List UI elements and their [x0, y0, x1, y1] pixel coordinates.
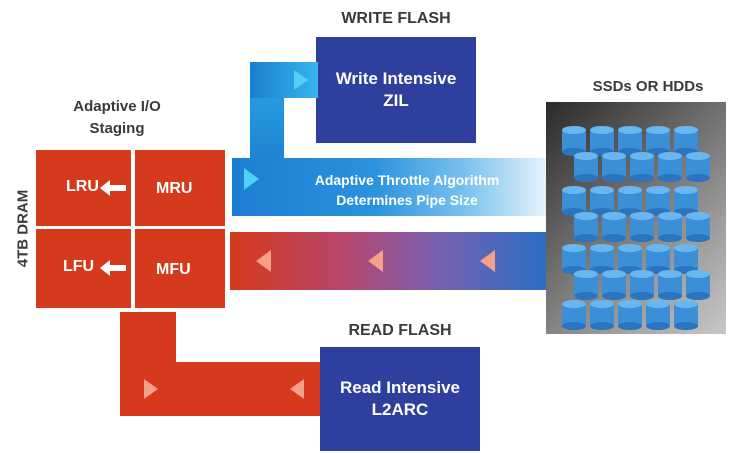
disk-icon [562, 244, 586, 274]
disk-icon [618, 244, 642, 274]
disk-icon [590, 300, 614, 330]
disk-icon [562, 300, 586, 330]
disk-icon [658, 152, 682, 182]
disk-icon [646, 186, 670, 216]
disk-icon [686, 152, 710, 182]
disk-icon [602, 152, 626, 182]
l2arc-arrow-right-icon [144, 379, 158, 399]
read-flash-line2: L2ARC [371, 400, 429, 419]
storage-header: SSDs OR HDDs [592, 78, 704, 95]
disk-icon [646, 126, 670, 156]
lfu-arrow-icon [100, 260, 126, 276]
disk-icon [630, 152, 654, 182]
disk-icon [574, 212, 598, 242]
disk-icon [686, 270, 710, 300]
write-flash-box: Write Intensive ZIL [316, 37, 476, 143]
write-flash-line2: ZIL [383, 91, 409, 110]
throttle-text: Adaptive Throttle Algorithm Determines P… [282, 170, 532, 210]
dram-cell-mfu [135, 229, 225, 308]
read-flash-box: Read Intensive L2ARC [320, 347, 480, 451]
lru-label: LRU [66, 178, 99, 195]
disk-icon [630, 212, 654, 242]
disk-icon [658, 270, 682, 300]
disk-icon [646, 300, 670, 330]
l2arc-arrow-left-icon [290, 379, 304, 399]
lru-arrow-icon [100, 180, 126, 196]
read-arrow-left-icon [256, 250, 271, 272]
throttle-arrow-icon [244, 168, 259, 190]
disk-icon [618, 126, 642, 156]
read-pipe [230, 232, 546, 290]
disk-icon [658, 212, 682, 242]
disk-icon [590, 186, 614, 216]
mru-label: MRU [156, 180, 193, 197]
disk-icon [574, 270, 598, 300]
disk-icon [686, 212, 710, 242]
mfu-label: MFU [156, 261, 191, 278]
disk-icon [602, 212, 626, 242]
read-arrow-right-icon [480, 250, 495, 272]
disk-icon [674, 300, 698, 330]
write-flash-line1: Write Intensive [335, 69, 457, 88]
disk-icon [674, 244, 698, 274]
read-flash-header: READ FLASH [348, 322, 452, 339]
lfu-label: LFU [63, 258, 95, 275]
disk-icon [590, 126, 614, 156]
dram-cell-mru [135, 150, 225, 226]
disk-icon [674, 186, 698, 216]
disk-icon [590, 244, 614, 274]
throttle-line1: Adaptive Throttle Algorithm [314, 172, 500, 188]
staging-line2: Staging [89, 120, 145, 137]
disk-icon [562, 186, 586, 216]
disk-icon [630, 270, 654, 300]
storage-panel [546, 102, 726, 334]
write-arrow-top-icon [294, 70, 308, 90]
disk-icon [618, 186, 642, 216]
disk-icon [602, 270, 626, 300]
throttle-line2: Determines Pipe Size [336, 192, 478, 208]
disk-icon [674, 126, 698, 156]
dram-label: 4TB DRAM [14, 189, 32, 268]
disk-icon [618, 300, 642, 330]
staging-line1: Adaptive I/O [73, 98, 161, 115]
read-flash-line1: Read Intensive [340, 378, 460, 397]
read-arrow-middle-icon [368, 250, 383, 272]
disk-stack-icon [562, 126, 710, 330]
throttle-pipe [232, 158, 546, 216]
disk-icon [574, 152, 598, 182]
write-flash-header: WRITE FLASH [341, 10, 451, 27]
disk-icon [562, 126, 586, 156]
disk-icon [646, 244, 670, 274]
staging-label: Adaptive I/O Staging [52, 96, 182, 140]
